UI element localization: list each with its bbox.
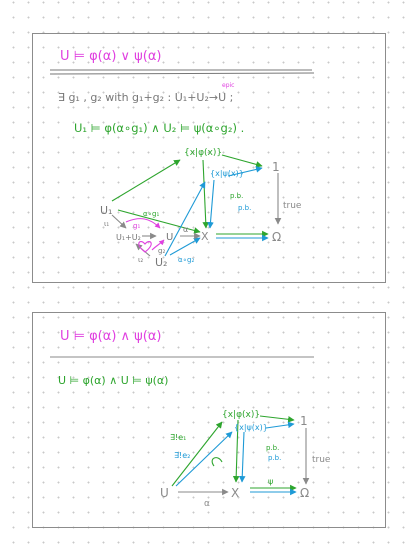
p1-title-underline [49, 69, 315, 75]
p2-mid-set: {x|ψ(x)} [234, 423, 268, 432]
p1-g2: g₂ [158, 247, 165, 255]
p1-arrow-u1-top [111, 159, 181, 202]
p1-g1: g₁ [133, 222, 140, 230]
p1-mid-set: {x|ψ(x)} [210, 169, 244, 178]
p1-one: 1 [272, 160, 280, 174]
p1-epic-note: epic [222, 82, 234, 89]
p1-u1u2: U₁+U₂ [116, 233, 141, 242]
p1-top-set: {x|φ(x)} [184, 148, 222, 158]
p2-one: 1 [300, 414, 308, 428]
p1-u1: U₁ [100, 204, 112, 217]
p1-title: U ⊨ φ(α) ∨ ψ(α) [60, 49, 161, 64]
p2-arrow-top-one [259, 415, 295, 423]
p1-heart [138, 241, 152, 253]
p1-true: true [283, 201, 302, 211]
p2-arrow-u-top [171, 421, 223, 487]
p2-arrow-top-x [232, 419, 240, 483]
p1-arrow-top-x [202, 159, 210, 229]
p1-ag1: α∘g₁ [143, 210, 159, 218]
p2-arrow-u-mid [175, 431, 233, 487]
p2-u: U [160, 486, 169, 500]
p2-psi: ψ [268, 477, 273, 486]
p1-alpha: α [183, 225, 188, 234]
p1-v2: ι₂ [138, 256, 143, 264]
p1-pb2: p.b. [238, 204, 251, 212]
p1-u2: U₂ [155, 256, 167, 269]
p1-arrow-u1-x [117, 209, 201, 234]
p2-arrows [171, 415, 310, 496]
p1-v1: ι₁ [104, 220, 109, 228]
p1-x: X [201, 230, 209, 243]
p2-curl-icon [211, 457, 223, 467]
p1-arrow-mid-x [207, 179, 215, 229]
p1-ag2: α∘g₂ [178, 256, 194, 264]
p1-arrow-u2-x [169, 237, 201, 256]
p1-arrow-top-one [221, 154, 263, 168]
p1-arrow-g1 [125, 218, 161, 229]
p2-line2: U ⊨ φ(α) ∧ U ⊨ ψ(α) [58, 374, 168, 387]
p2-x: X [231, 486, 239, 500]
p2-pb1: p.b. [266, 444, 279, 452]
p2-arrow-mid-x [238, 431, 246, 483]
p1-line3: U₁ ⊨ φ(α∘g₁) ∧ U₂ ⊨ ψ(α∘g₂) . [74, 121, 244, 135]
p1-line2: ∃ g₁ , g₂ with g₁+g₂ : U₁+U₂→U ; [58, 91, 233, 104]
p1-u: U [166, 232, 173, 243]
p1-pb1: p.b. [230, 192, 243, 200]
p2-title: U ⊨ φ(α) ∧ ψ(α) [60, 329, 161, 344]
p2-pb2: p.b. [268, 454, 281, 462]
p2-arrow-mid-one [265, 421, 295, 429]
p2-exists1: ∃!e₁ [170, 433, 186, 442]
p2-alpha: α [204, 499, 210, 509]
p2-true: true [312, 455, 331, 465]
p1-arrow-mid-one [227, 166, 263, 177]
p2-omega: Ω [300, 486, 309, 500]
p2-exists2: ∃!e₂ [174, 451, 190, 460]
p1-arrow-u2-mid [164, 181, 206, 257]
panel-disjunction [32, 33, 386, 283]
p1-arrow-u1-u1u2 [111, 214, 127, 229]
p1-omega: Ω [272, 230, 281, 244]
p2-top-set: {x|φ(x)} [222, 410, 260, 420]
p1-arrows [111, 154, 282, 257]
panel-conjunction [32, 312, 386, 528]
p1-arrow-g2 [151, 239, 165, 251]
